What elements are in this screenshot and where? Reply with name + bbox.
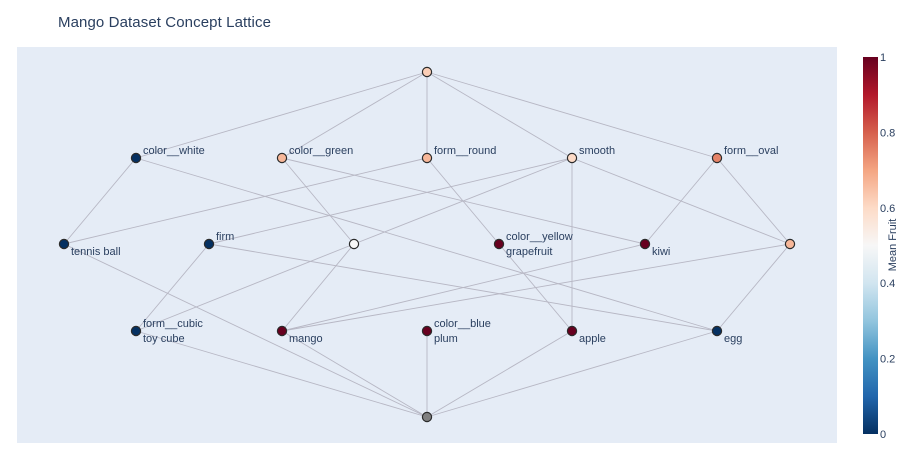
edge-form_oval-kiwi xyxy=(644,157,718,245)
edge-mid_white-mango xyxy=(281,243,355,332)
node-color-blue[interactable] xyxy=(421,325,433,337)
node-mango[interactable] xyxy=(276,325,288,337)
colorbar-tick-label: 0.2 xyxy=(880,354,895,366)
edge-apple-bottom xyxy=(426,330,573,418)
node-attribute-label: color__blue xyxy=(434,318,491,330)
node-object-label: grapefruit xyxy=(506,246,552,258)
node-form-oval[interactable] xyxy=(711,152,723,164)
node-bottom[interactable] xyxy=(421,411,433,423)
node-attribute-label: form__round xyxy=(434,145,496,157)
node-object-label: egg xyxy=(724,333,742,345)
edge-firm-form_cubic xyxy=(135,243,210,332)
node-egg[interactable] xyxy=(711,325,723,337)
edge-top-form_oval xyxy=(426,71,718,159)
node-attribute-label: color__white xyxy=(143,145,205,157)
edge-top-color_green xyxy=(281,71,428,159)
node-color-green[interactable] xyxy=(276,152,288,164)
node-apple[interactable] xyxy=(566,325,578,337)
node-attribute-label: form__oval xyxy=(724,145,778,157)
node-labels: color__white color__green form__round smoot… xyxy=(71,145,778,345)
node-object-label: plum xyxy=(434,333,458,345)
node-object-label: mango xyxy=(289,333,323,345)
node-attribute-label: smooth xyxy=(579,145,615,157)
edge-top-smooth xyxy=(426,71,573,159)
node-object-label: kiwi xyxy=(652,246,670,258)
colorbar-gradient xyxy=(863,57,878,434)
node-attribute-label: form__cubic xyxy=(143,318,203,330)
node-form-round[interactable] xyxy=(421,152,433,164)
colorbar-title: Mean Fruit xyxy=(887,219,899,272)
colorbar-tick-label: 1 xyxy=(880,52,886,64)
node-top[interactable] xyxy=(421,66,433,78)
edge-color_white-egg xyxy=(135,157,718,332)
node-mid-peach[interactable] xyxy=(784,238,796,250)
edge-form_cubic-bottom xyxy=(135,330,428,418)
node-smooth[interactable] xyxy=(566,152,578,164)
edge-mid_peach-egg xyxy=(716,243,791,332)
node-tennis-ball[interactable] xyxy=(58,238,70,250)
edge-egg-bottom xyxy=(426,330,718,418)
edges xyxy=(63,71,791,418)
node-attribute-label: color__yellow xyxy=(506,231,573,243)
edge-tennis_ball-bottom xyxy=(63,243,428,418)
edge-smooth-firm xyxy=(208,157,573,245)
edge-mid_white-form_cubic xyxy=(135,243,355,332)
colorbar-tick-label: 0 xyxy=(880,429,886,441)
node-object-label: toy cube xyxy=(143,333,185,345)
colorbar-tick-label: 0.4 xyxy=(880,278,895,290)
node-object-label: tennis ball xyxy=(71,246,121,258)
node-attribute-label: firm xyxy=(216,231,234,243)
node-form-cubic[interactable] xyxy=(130,325,142,337)
edge-top-color_white xyxy=(135,71,428,159)
node-kiwi[interactable] xyxy=(639,238,651,250)
edge-color_white-tennis_ball xyxy=(63,157,137,245)
edge-mango-bottom xyxy=(281,330,428,418)
node-color-yellow[interactable] xyxy=(493,238,505,250)
nodes xyxy=(58,66,796,423)
node-firm[interactable] xyxy=(203,238,215,250)
node-color-white[interactable] xyxy=(130,152,142,164)
node-attribute-label: color__green xyxy=(289,145,353,157)
edge-kiwi-mango xyxy=(281,243,646,332)
edge-color_green-mid_white xyxy=(281,157,355,245)
edge-form_round-tennis_ball xyxy=(63,157,428,245)
node-object-label: apple xyxy=(579,333,606,345)
colorbar-tick-label: 0.8 xyxy=(880,127,895,139)
node-mid-white[interactable] xyxy=(348,238,360,250)
edge-mid_peach-mango xyxy=(281,243,791,332)
edge-form_oval-mid_peach xyxy=(716,157,791,245)
edge-smooth-mid_white xyxy=(353,157,573,245)
colorbar-tick-label: 0.6 xyxy=(880,203,895,215)
chart-title: Mango Dataset Concept Lattice xyxy=(58,14,272,31)
